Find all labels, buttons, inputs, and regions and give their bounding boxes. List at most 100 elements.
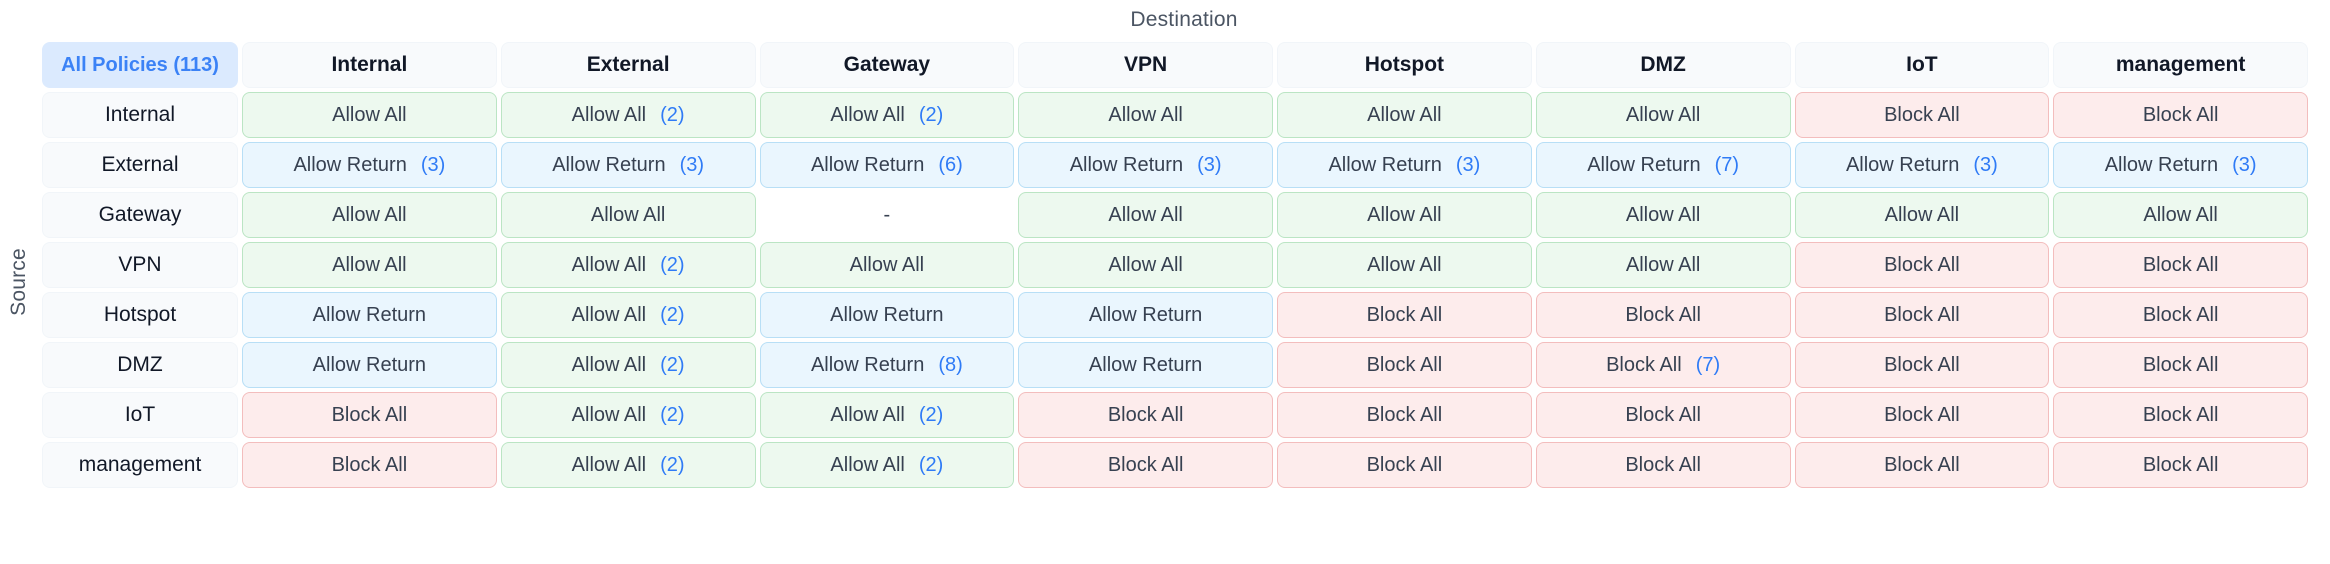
matrix-cell[interactable]: Block All: [1277, 292, 1532, 338]
matrix-cell[interactable]: Block All: [1794, 392, 2050, 438]
policy-cell-management-to-hotspot: Block All: [1277, 442, 1532, 488]
policy-action-label: Allow All: [332, 103, 407, 126]
matrix-cell[interactable]: Allow Return(3): [1277, 142, 1532, 188]
matrix-cell[interactable]: Allow All(2): [500, 242, 756, 288]
row-header-management[interactable]: management: [42, 442, 238, 488]
matrix-cell[interactable]: Allow All: [1277, 242, 1532, 288]
policy-cell-management-to-management: Block All: [2053, 442, 2308, 488]
matrix-cell[interactable]: Allow Return(8): [759, 342, 1015, 388]
policy-count-badge: (2): [660, 103, 685, 126]
matrix-cell[interactable]: Allow All: [1535, 92, 1791, 138]
row-header-iot[interactable]: IoT: [42, 392, 238, 438]
policy-action-label: Allow All: [849, 253, 925, 276]
matrix-cell[interactable]: Block All: [1277, 442, 1532, 488]
matrix-cell[interactable]: Block All: [242, 392, 497, 438]
row-header-label: Gateway: [42, 192, 238, 238]
policy-action-label: Block All: [1606, 353, 1682, 376]
matrix-cell[interactable]: Block All: [1277, 392, 1532, 438]
matrix-cell[interactable]: Block All: [1018, 392, 1273, 438]
matrix-cell[interactable]: Block All: [1277, 342, 1532, 388]
policy-action-label: Allow All: [1367, 203, 1442, 226]
column-header-dmz[interactable]: DMZ: [1535, 42, 1791, 88]
matrix-cell[interactable]: Allow All(2): [500, 442, 756, 488]
matrix-cell[interactable]: Allow All: [242, 92, 497, 138]
column-header-internal[interactable]: Internal: [242, 42, 497, 88]
matrix-cell[interactable]: Block All: [242, 442, 497, 488]
matrix-cell[interactable]: Allow Return(3): [1794, 142, 2050, 188]
matrix-cell[interactable]: Block All(7): [1535, 342, 1791, 388]
matrix-cell[interactable]: Block All: [1794, 92, 2050, 138]
matrix-cell[interactable]: Allow Return(6): [759, 142, 1015, 188]
row-header-dmz[interactable]: DMZ: [42, 342, 238, 388]
matrix-cell[interactable]: Allow All: [1018, 242, 1273, 288]
row-header-internal[interactable]: Internal: [42, 92, 238, 138]
matrix-cell[interactable]: Block All: [1018, 442, 1273, 488]
matrix-cell[interactable]: Allow All(2): [759, 392, 1015, 438]
column-header-vpn[interactable]: VPN: [1018, 42, 1273, 88]
matrix-cell[interactable]: Block All: [1794, 292, 2050, 338]
policy-count-badge: (2): [660, 253, 685, 276]
row-header-label: VPN: [42, 242, 238, 288]
matrix-cell[interactable]: Allow All(2): [500, 92, 756, 138]
matrix-cell[interactable]: Allow Return: [1018, 342, 1273, 388]
row-header-label: IoT: [42, 392, 238, 438]
matrix-cell[interactable]: Allow All(2): [759, 442, 1015, 488]
policy-cell-iot-to-hotspot: Block All: [1277, 392, 1532, 438]
matrix-cell[interactable]: Allow All(2): [759, 92, 1015, 138]
matrix-cell[interactable]: Allow Return: [759, 292, 1015, 338]
matrix-cell[interactable]: Allow Return(3): [1018, 142, 1273, 188]
matrix-cell[interactable]: Block All: [2053, 242, 2308, 288]
matrix-cell[interactable]: Allow All(2): [500, 392, 756, 438]
matrix-cell[interactable]: Allow Return(3): [2053, 142, 2308, 188]
policy-cell-external-to-hotspot: Allow Return(3): [1277, 142, 1532, 188]
matrix-cell[interactable]: Allow Return: [242, 292, 497, 338]
matrix-cell[interactable]: -: [759, 192, 1015, 238]
matrix-cell[interactable]: Allow Return: [242, 342, 497, 388]
matrix-cell[interactable]: Block All: [2053, 292, 2308, 338]
matrix-cell[interactable]: Allow All: [242, 242, 497, 288]
matrix-cell[interactable]: Allow All: [759, 242, 1015, 288]
policy-action-label: Block All: [1366, 303, 1443, 326]
row-header-external[interactable]: External: [42, 142, 238, 188]
all-policies-corner-cell[interactable]: All Policies (113): [42, 42, 238, 88]
matrix-cell[interactable]: Allow All(2): [500, 292, 756, 338]
matrix-cell[interactable]: Block All: [1535, 442, 1791, 488]
matrix-cell[interactable]: Block All: [2053, 92, 2308, 138]
matrix-cell[interactable]: Allow All: [242, 192, 497, 238]
policy-action-label: Block All: [1884, 303, 1960, 326]
matrix-cell[interactable]: Allow All: [500, 192, 756, 238]
matrix-cell[interactable]: Allow All: [2053, 192, 2308, 238]
matrix-cell[interactable]: Allow All: [1277, 192, 1532, 238]
matrix-cell[interactable]: Allow All: [1277, 92, 1532, 138]
matrix-cell[interactable]: Allow All: [1018, 92, 1273, 138]
column-header-iot[interactable]: IoT: [1794, 42, 2050, 88]
row-header-vpn[interactable]: VPN: [42, 242, 238, 288]
column-header-hotspot[interactable]: Hotspot: [1277, 42, 1532, 88]
column-header-management[interactable]: management: [2053, 42, 2308, 88]
matrix-cell[interactable]: Allow Return: [1018, 292, 1273, 338]
matrix-cell[interactable]: Allow Return(3): [242, 142, 497, 188]
matrix-cell[interactable]: Allow Return(3): [500, 142, 756, 188]
matrix-cell[interactable]: Block All: [2053, 442, 2308, 488]
row-header-hotspot[interactable]: Hotspot: [42, 292, 238, 338]
matrix-cell[interactable]: Block All: [2053, 392, 2308, 438]
matrix-cell[interactable]: Block All: [1794, 442, 2050, 488]
matrix-cell[interactable]: Block All: [1535, 292, 1791, 338]
policy-cell-management-to-external: Allow All(2): [500, 442, 756, 488]
matrix-cell[interactable]: Block All: [2053, 342, 2308, 388]
matrix-cell[interactable]: Block All: [1535, 392, 1791, 438]
matrix-cell[interactable]: Allow All(2): [500, 342, 756, 388]
matrix-cell[interactable]: Block All: [1794, 342, 2050, 388]
column-header-gateway[interactable]: Gateway: [759, 42, 1015, 88]
policy-cell-hotspot-to-gateway: Allow Return: [759, 292, 1015, 338]
matrix-cell[interactable]: Allow All: [1535, 192, 1791, 238]
matrix-cell[interactable]: Allow All: [1535, 242, 1791, 288]
matrix-cell[interactable]: Allow All: [1018, 192, 1273, 238]
matrix-cell[interactable]: Allow Return(7): [1535, 142, 1791, 188]
column-header-external[interactable]: External: [500, 42, 756, 88]
matrix-cell[interactable]: Block All: [1794, 242, 2050, 288]
policy-cell-external-to-external: Allow Return(3): [500, 142, 756, 188]
matrix-cell[interactable]: Allow All: [1794, 192, 2050, 238]
policy-cell-internal-to-internal: Allow All: [242, 92, 497, 138]
row-header-gateway[interactable]: Gateway: [42, 192, 238, 238]
